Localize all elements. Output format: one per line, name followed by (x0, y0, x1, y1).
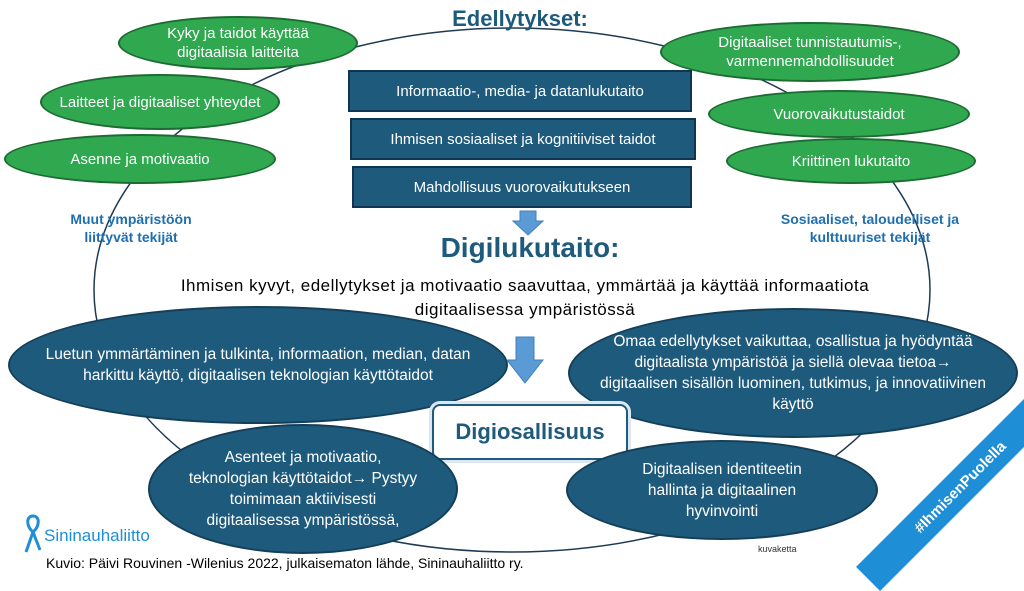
center-box-2-text: Ihmisen sosiaaliset ja kognitiiviset tai… (390, 130, 656, 148)
blue-ellipse-left-lower-text: Asenteet ja motivaatio, teknologian käyt… (188, 449, 418, 529)
blue-ellipse-right-lower-text: Digitaalisen identiteetin hallinta ja di… (642, 460, 802, 520)
digilukutaito-title: Digilukutaito: (440, 232, 620, 263)
digilukutaito-definition: Ihmisen kyvyt, edellytykset ja motivaati… (180, 276, 870, 319)
blue-ellipse-left-upper-text: Luetun ymmärtäminen ja tulkinta, informa… (45, 346, 471, 384)
center-box-1: Informaatio-, media- ja datanlukutaito (348, 70, 692, 112)
center-box-3-text: Mahdollisuus vuorovaikutukseen (413, 178, 631, 196)
left-green-ellipse-3: Asenne ja motivaatio (4, 134, 276, 184)
ribbon-logo-icon (24, 514, 42, 553)
left-side-label: Muut ympäristöön liittyvät tekijät (70, 211, 192, 245)
digiosallisuus-box: Digiosallisuus (432, 404, 628, 460)
right-green-ellipse-1: Digitaaliset tunnistautumis-, varmennema… (660, 22, 960, 82)
blue-ellipse-right-upper: Omaa edellytykset vaikuttaa, osallistua … (568, 308, 1018, 438)
center-box-2: Ihmisen sosiaaliset ja kognitiiviset tai… (350, 118, 696, 160)
caption: Kuvio: Päivi Rouvinen -Wilenius 2022, ju… (46, 555, 524, 571)
left-green-ellipse-1: Kyky ja taidot käyttää digitaalisia lait… (118, 16, 358, 70)
left-green-ellipse-3-text: Asenne ja motivaatio (70, 150, 210, 168)
blue-ellipse-left-lower: Asenteet ja motivaatio, teknologian käyt… (148, 424, 458, 554)
down-arrow-icon (506, 336, 544, 384)
small-note: kuvaketta (758, 544, 797, 554)
sininauhaliitto-logo: Sininauhaliitto (22, 514, 182, 554)
logo-text: Sininauhaliitto (44, 526, 150, 545)
background-oval (93, 27, 931, 553)
blue-ellipse-right-lower: Digitaalisen identiteetin hallinta ja di… (566, 440, 878, 540)
right-side-label: Sosiaaliset, taloudelliset ja kulttuuris… (780, 211, 960, 245)
right-green-ellipse-3: Kriittinen lukutaito (726, 138, 976, 184)
center-box-1-text: Informaatio-, media- ja datanlukutaito (396, 82, 644, 100)
left-green-ellipse-2: Laitteet ja digitaaliset yhteydet (40, 74, 280, 130)
blue-ellipse-left-upper: Luetun ymmärtäminen ja tulkinta, informa… (8, 306, 508, 424)
down-arrow-icon (512, 210, 544, 236)
right-green-ellipse-2-text: Vuorovaikutustaidot (773, 105, 905, 123)
center-box-3: Mahdollisuus vuorovaikutukseen (352, 166, 692, 208)
left-green-ellipse-1-text: Kyky ja taidot käyttää digitaalisia lait… (167, 25, 309, 61)
right-green-ellipse-3-text: Kriittinen lukutaito (791, 152, 911, 170)
digiosallisuus-label: Digiosallisuus (455, 419, 605, 444)
blue-ellipse-right-upper-text: Omaa edellytykset vaikuttaa, osallistua … (600, 333, 986, 413)
edellytykset-title: Edellytykset: (452, 6, 588, 31)
left-green-ellipse-2-text: Laitteet ja digitaaliset yhteydet (59, 93, 261, 111)
right-green-ellipse-2: Vuorovaikutustaidot (708, 90, 970, 138)
right-green-ellipse-1-text: Digitaaliset tunnistautumis-, varmennema… (718, 34, 902, 70)
